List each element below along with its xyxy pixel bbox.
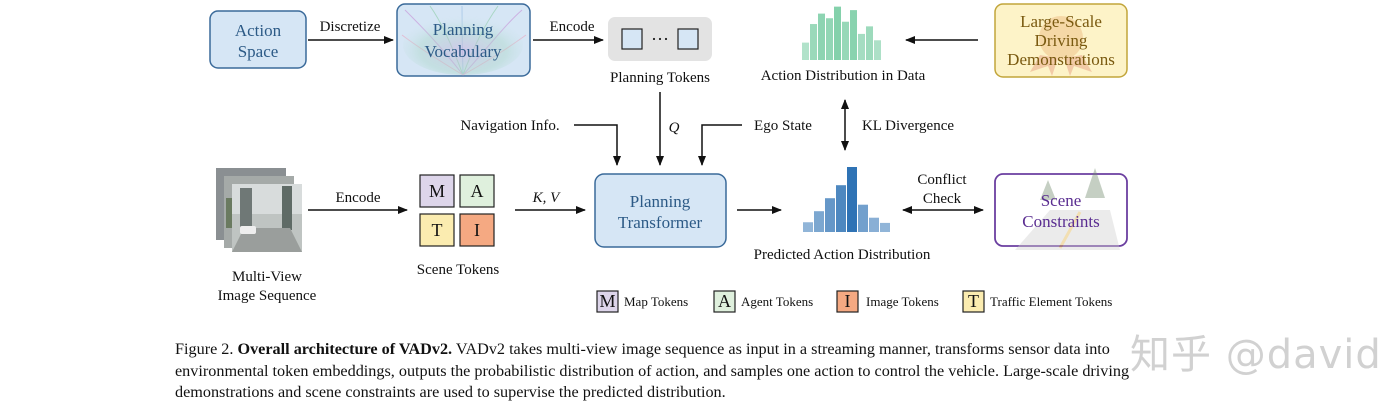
legend-letter-m: M (599, 291, 615, 311)
data-distribution-bar (810, 24, 817, 60)
predicted-distribution-chart (803, 167, 890, 232)
large-scale-demos-node: Large-Scale Driving Demonstrations (994, 3, 1128, 78)
predicted-distribution-bar (847, 167, 857, 232)
predicted-distribution-bar (803, 222, 813, 232)
scene-illustration-icon (1015, 168, 1120, 250)
scene-tokens-label: Scene Tokens (417, 262, 500, 278)
data-distribution-bar (874, 40, 881, 60)
token-t: T (432, 220, 443, 240)
q-label: Q (669, 120, 680, 136)
planning-tokens-label: Planning Tokens (610, 70, 710, 86)
planning-tokens-ellipsis: ··· (651, 29, 669, 49)
legend-item-image: I Image Tokens (836, 290, 939, 313)
planning-transformer-label-1: Planning (630, 192, 691, 211)
trajectory-fan-icon (401, 5, 527, 76)
ego-state-label: Ego State (754, 118, 812, 134)
legend-letter-t: T (968, 291, 979, 311)
action-distribution-data-label: Action Distribution in Data (761, 68, 926, 84)
legend-item-map: M Map Tokens (596, 290, 688, 313)
token-i: I (474, 220, 480, 240)
legend-label-image: Image Tokens (866, 294, 939, 309)
token-m: M (429, 181, 445, 201)
caption-body: VADv2 takes multi-view image sequence as… (175, 340, 1130, 401)
watermark: 知乎 @david (1130, 332, 1382, 378)
predicted-distribution-bar (814, 211, 824, 232)
planning-tokens-node: ··· Planning Tokens (608, 17, 712, 86)
demos-label-2: Driving (1035, 31, 1088, 50)
encode-left-label: Encode (336, 190, 381, 206)
legend-label-traffic: Traffic Element Tokens (990, 294, 1112, 309)
data-distribution-bar (866, 26, 873, 60)
multi-view-images (216, 168, 302, 252)
legend-label-agent: Agent Tokens (741, 294, 813, 309)
predicted-distribution-bar (880, 222, 890, 232)
action-space-label-1: Action (235, 21, 282, 40)
legend-item-agent: A Agent Tokens (713, 290, 813, 313)
conflict-check-label-1: Conflict (917, 172, 967, 188)
planning-transformer-label-2: Transformer (618, 213, 703, 232)
ego-state-arrow (698, 124, 742, 166)
scene-constraints-label-1: Scene (1041, 191, 1082, 210)
action-space-node: Action Space (209, 10, 307, 69)
discretize-label: Discretize (320, 19, 381, 35)
scene-tokens-grid: M A T I (419, 174, 495, 247)
kl-divergence-label: KL Divergence (862, 118, 954, 134)
legend-item-traffic: T Traffic Element Tokens (962, 290, 1112, 313)
kv-label: K, V (532, 190, 562, 206)
caption-title: Overall architecture of VADv2. (237, 340, 453, 358)
action-distribution-data-chart (802, 6, 881, 61)
scene-constraints-node: Scene Constraints (994, 168, 1128, 250)
planning-vocabulary-label-2: Vocabulary (424, 42, 502, 61)
navigation-info-label: Navigation Info. (460, 118, 559, 134)
encode-top-label: Encode (550, 19, 595, 35)
data-distribution-bar (834, 6, 841, 61)
planning-vocabulary-label-1: Planning (433, 20, 494, 39)
predicted-distribution-bar (825, 198, 835, 232)
demos-label-1: Large-Scale (1020, 12, 1102, 31)
predicted-distribution-label: Predicted Action Distribution (754, 247, 931, 263)
planning-vocabulary-node: Planning Vocabulary (396, 3, 531, 77)
multi-view-label-2: Image Sequence (218, 288, 317, 304)
token-a: A (471, 181, 484, 201)
planning-transformer-node: Planning Transformer (594, 173, 727, 248)
data-distribution-bar (818, 13, 825, 61)
figure-caption: Figure 2. Overall architecture of VADv2.… (175, 339, 1185, 404)
predicted-distribution-bar (869, 217, 879, 232)
predicted-distribution-bar (836, 185, 846, 232)
data-distribution-bar (842, 21, 849, 60)
data-distribution-bar (802, 42, 809, 60)
legend-label-map: Map Tokens (624, 294, 688, 309)
navigation-info-arrow (574, 124, 621, 166)
data-distribution-bar (858, 33, 865, 60)
legend: M Map Tokens A Agent Tokens I Image Toke… (596, 290, 1112, 313)
data-distribution-bar (850, 10, 857, 61)
action-space-label-2: Space (238, 42, 279, 61)
caption-prefix: Figure 2. (175, 340, 238, 358)
legend-letter-a: A (718, 291, 731, 311)
demonstrations-badge-icon (1030, 16, 1092, 76)
predicted-distribution-bar (858, 204, 868, 232)
data-distribution-bar (826, 18, 833, 61)
scene-constraints-label-2: Constraints (1022, 212, 1099, 231)
conflict-check-label-2: Check (923, 191, 962, 207)
demos-label-3: Demonstrations (1007, 50, 1115, 69)
multi-view-label-1: Multi-View (232, 269, 302, 285)
legend-letter-i: I (845, 291, 851, 311)
